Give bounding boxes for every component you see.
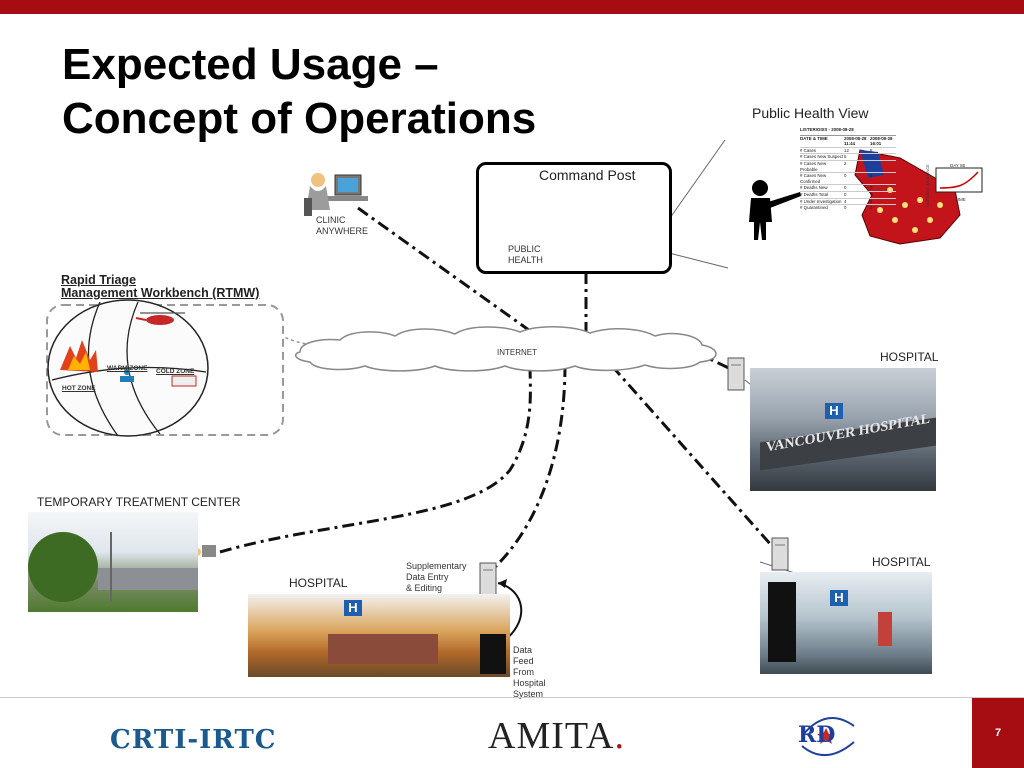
hospital-right-bottom-label: HOSPITAL [872,555,930,569]
ph-table-cell: 4 [844,199,870,205]
command-post-box: Command Post [476,162,672,274]
amita-logo-text: AMITA [488,715,615,757]
rd-logo-text: RD [798,722,835,748]
hospital-right-bottom-server-icon [772,538,788,570]
cold-zone-label: COLD ZONE [156,366,194,377]
ph-table-cell: 2 [844,161,870,172]
ph-table-cell: # Under Investigation [800,199,844,205]
ph-table-cell: 0 [870,185,896,191]
ph-table-cell: 0 [844,205,870,211]
hospital-bottom-label: HOSPITAL [289,576,347,590]
ph-table-cell: 0 [870,205,896,211]
warm-zone-label: WARM ZONE [107,363,147,374]
ph-table-heading: LISTERIOSIS - 2008-08-28 [800,127,896,133]
page-number-text: 7 [995,727,1001,739]
data-feed-label: Data Feed From Hospital System [513,645,546,700]
link-hospital-bottom [492,365,565,570]
ph-table-cell: # Cases New Suspect [800,154,844,160]
temporary-center-label: TEMPORARY TREATMENT CENTER [37,495,241,509]
hospital-right-bottom-photo: H [760,572,932,674]
ph-table-cell: # Deaths Total [800,192,844,198]
ph-chart-tag: DAY 86 [950,160,965,171]
public-health-view-label: Public Health View [752,105,868,121]
temporary-center-photo [28,512,198,612]
clinic-label: CLINIC ANYWHERE [316,215,368,237]
ph-table-cell: 5 [844,154,870,160]
ph-table-cell: 0 [844,192,870,198]
ph-table-cell: 5 [870,199,896,205]
ph-table-cell: # Quarantined [800,205,844,211]
hot-zone-label: HOT ZONE [62,383,96,394]
ph-table-cell: # Deaths New [800,185,844,191]
rd-logo: RD [796,712,856,760]
supplementary-label: Supplementary Data Entry & Editing [406,561,467,594]
ph-table-cell: 6 [870,173,896,184]
footer-divider [0,697,1024,698]
supplementary-server-icon [480,563,496,595]
amita-logo-dot: . [615,715,626,757]
ph-col1: 2008-08-28 11:44 [844,136,870,147]
ambulance-icon [172,376,196,386]
hospital-right-top-label: HOSPITAL [880,350,938,364]
internet-label: INTERNET [497,347,537,358]
ph-table-cell: # Cases New Probable [800,161,844,172]
rtmw-title-line-2: Management Workbench (RTMW) [61,287,259,300]
arrow-to-ph-view [665,140,725,225]
presenter-silhouette-icon [749,180,801,240]
ph-col2: 2008-08-28 16:01 [870,136,896,147]
hospital-right-top-photo: VANCOUVER HOSPITAL H [750,368,936,491]
ph-table-cell: 0 [844,185,870,191]
hospital-right-top-server-icon [728,358,744,390]
ph-table-cell: # Cases [800,148,844,154]
ph-chart-xlabel: TIME [955,194,966,205]
ph-table-cell: 12 [844,148,870,154]
ph-table-cell: 0 [870,192,896,198]
public-health-label: PUBLIC HEALTH [508,244,543,266]
ph-col-label: DATE & TIME [800,136,844,147]
ph-table-cell [870,161,896,172]
rtmw-title: Rapid Triage Management Workbench (RTMW) [61,274,259,300]
ph-table-cell: # Cases New Confirmed [800,173,844,184]
ph-table: LISTERIOSIS - 2008-08-28 DATE & TIME 200… [800,127,896,211]
arrow-to-ph-view-2 [665,252,728,268]
ph-chart-ylabel: CURRENT INCIDENCE [922,164,933,207]
ph-table-cell: 0 [844,173,870,184]
crti-logo: CRTI-IRTC [110,725,277,755]
ph-table-cell [870,154,896,160]
page-number: 7 [972,698,1024,768]
ph-table-cell: 8 [870,148,896,154]
hospital-bottom-photo: H [248,594,510,677]
amita-logo: AMITA. [488,714,625,758]
command-post-title: Command Post [539,167,635,183]
